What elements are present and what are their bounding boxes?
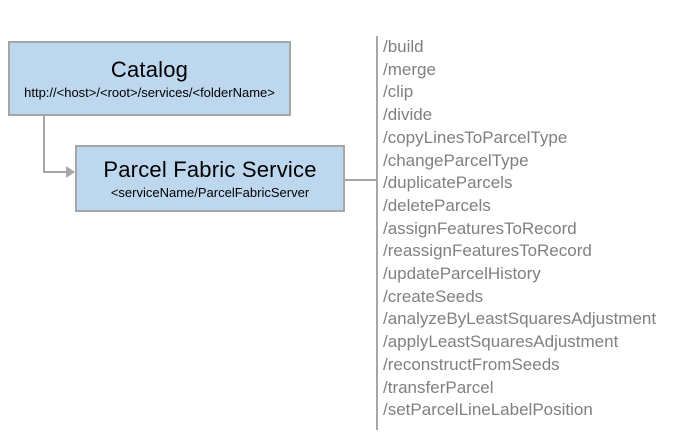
catalog-node-url: http://<host>/<root>/services/<folderNam… [24,84,275,100]
connector-elbow-horizontal [43,171,68,173]
endpoint-item: /reconstructFromSeeds [383,354,560,374]
endpoint-list-divider-line [376,36,378,430]
connector-elbow-vertical [43,116,45,173]
catalog-node-title: Catalog [110,56,189,82]
endpoint-item: /setParcelLineLabelPosition [383,400,593,420]
endpoint-item: /divide [383,105,433,125]
parcel-fabric-service-node: Parcel Fabric Service <serviceName/Parce… [75,145,345,212]
endpoint-item: /assignFeaturesToRecord [383,218,577,238]
endpoint-item: /copyLinesToParcelType [383,127,568,147]
connector-service-to-list [345,179,376,181]
endpoint-item: /createSeeds [383,286,484,306]
endpoint-item: /changeParcelType [383,150,529,170]
endpoint-item: /deleteParcels [383,195,491,215]
connector-arrowhead-icon [66,166,75,178]
endpoint-list: /build/merge/clip/divide/copyLinesToParc… [383,36,690,422]
endpoint-item: /clip [383,82,414,102]
endpoint-item: /transferParcel [383,377,494,397]
service-node-title: Parcel Fabric Service [103,156,317,182]
endpoint-item: /applyLeastSquaresAdjustment [383,332,619,352]
endpoint-item: /reassignFeaturesToRecord [383,241,592,261]
catalog-node: Catalog http://<host>/<root>/services/<f… [8,41,291,116]
endpoint-item: /merge [383,59,436,79]
endpoint-item: /analyzeByLeastSquaresAdjustment [383,309,657,329]
endpoint-item: /updateParcelHistory [383,264,541,284]
service-node-url: <serviceName/ParcelFabricServer [110,184,310,200]
endpoint-item: /duplicateParcels [383,173,513,193]
endpoint-item: /build [383,37,424,56]
